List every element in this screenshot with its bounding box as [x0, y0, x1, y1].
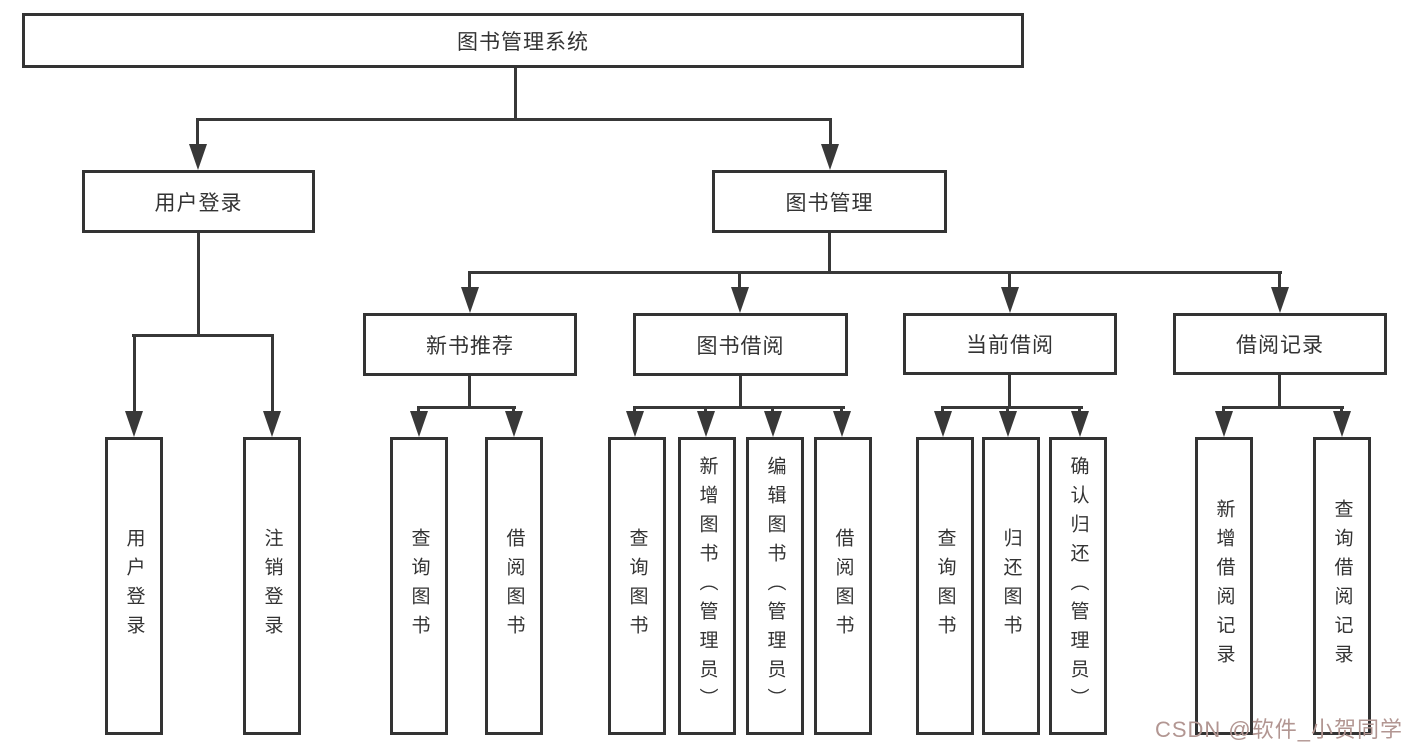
- leaf-return-books: 归还图书: [982, 437, 1040, 735]
- leaf-user-login: 用户登录: [105, 437, 163, 735]
- leaf-confirm-return-admin: 确认归还（管理员）: [1049, 437, 1107, 735]
- leaf-query-books-recommend: 查询图书: [390, 437, 448, 735]
- leaf-add-books-admin: 新增图书（管理员）: [678, 437, 736, 735]
- connector-line: [417, 406, 516, 409]
- arrowhead-icon: [189, 144, 207, 170]
- connector-line: [828, 233, 831, 274]
- connector-line: [271, 334, 274, 414]
- arrowhead-icon: [125, 411, 143, 437]
- connector-line: [738, 271, 741, 293]
- connector-line: [1008, 375, 1011, 409]
- connector-line: [196, 118, 199, 148]
- leaf-query-borrow-record: 查询借阅记录: [1313, 437, 1371, 735]
- connector-line: [132, 334, 273, 337]
- arrowhead-icon: [821, 144, 839, 170]
- node-book-borrow: 图书借阅: [633, 313, 848, 376]
- connector-line: [633, 406, 845, 409]
- connector-line: [133, 334, 136, 414]
- arrowhead-icon: [263, 411, 281, 437]
- node-current-borrow: 当前借阅: [903, 313, 1117, 375]
- connector-line: [941, 406, 1083, 409]
- connector-line: [1278, 375, 1281, 409]
- connector-line: [468, 271, 1282, 274]
- node-new-book-recommend: 新书推荐: [363, 313, 577, 376]
- arrowhead-icon: [833, 411, 851, 437]
- arrowhead-icon: [999, 411, 1017, 437]
- arrowhead-icon: [461, 287, 479, 313]
- arrowhead-icon: [410, 411, 428, 437]
- arrowhead-icon: [764, 411, 782, 437]
- csdn-watermark: CSDN @软件_小贺同学: [1154, 717, 1403, 742]
- leaf-query-books-borrow: 查询图书: [608, 437, 666, 735]
- connector-line: [514, 68, 517, 120]
- connector-line: [468, 376, 471, 409]
- connector-line: [739, 376, 742, 409]
- connector-line: [197, 118, 832, 121]
- connector-line: [1278, 271, 1281, 293]
- arrowhead-icon: [1271, 287, 1289, 313]
- arrowhead-icon: [934, 411, 952, 437]
- leaf-borrow-books-recommend: 借阅图书: [485, 437, 543, 735]
- arrowhead-icon: [697, 411, 715, 437]
- connector-line: [829, 118, 832, 148]
- arrowhead-icon: [505, 411, 523, 437]
- arrowhead-icon: [731, 287, 749, 313]
- node-library-management-system: 图书管理系统: [22, 13, 1024, 68]
- arrowhead-icon: [1001, 287, 1019, 313]
- leaf-logout: 注销登录: [243, 437, 301, 735]
- connector-line: [197, 233, 200, 337]
- leaf-add-borrow-record: 新增借阅记录: [1195, 437, 1253, 735]
- connector-line: [1008, 271, 1011, 293]
- arrowhead-icon: [1071, 411, 1089, 437]
- leaf-borrow-books: 借阅图书: [814, 437, 872, 735]
- leaf-query-books-current: 查询图书: [916, 437, 974, 735]
- arrowhead-icon: [1215, 411, 1233, 437]
- arrowhead-icon: [1333, 411, 1351, 437]
- arrowhead-icon: [626, 411, 644, 437]
- node-user-login: 用户登录: [82, 170, 315, 233]
- connector-line: [468, 271, 471, 293]
- connector-line: [1222, 406, 1344, 409]
- node-book-management: 图书管理: [712, 170, 947, 233]
- leaf-edit-books-admin: 编辑图书（管理员）: [746, 437, 804, 735]
- node-borrow-record: 借阅记录: [1173, 313, 1387, 375]
